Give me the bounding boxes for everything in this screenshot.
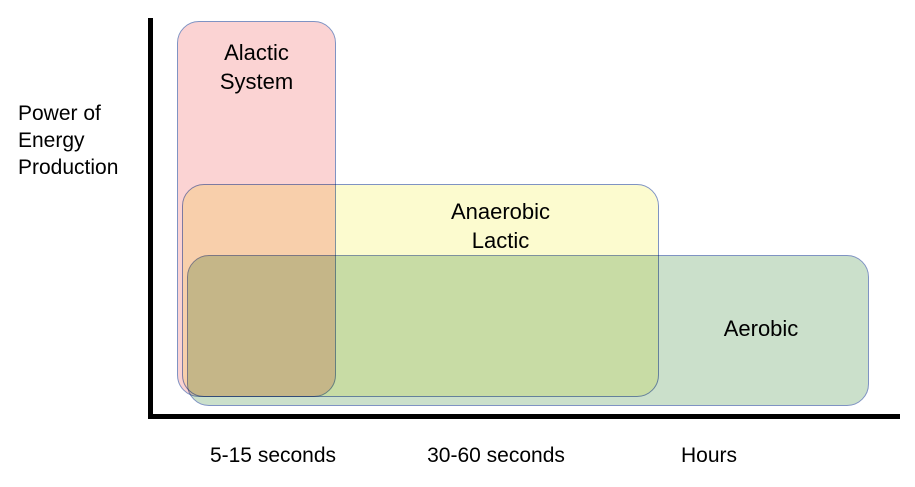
system-label-anaerobic-lactic: Anaerobic Lactic: [450, 199, 551, 253]
y-axis-label: Power of Energy Production: [18, 102, 119, 179]
x-axis-tick-label-0: 5-15 seconds: [209, 444, 337, 467]
system-label-alactic: Alactic System: [219, 40, 294, 94]
x-axis-line: [148, 414, 900, 419]
system-label-aerobic: Aerobic: [723, 316, 799, 341]
y-axis-line: [148, 18, 153, 419]
x-axis-tick-label-2: Hours: [680, 444, 738, 467]
system-box-aerobic: Aerobic: [187, 255, 869, 406]
x-axis-tick-label-1: 30-60 seconds: [427, 444, 565, 467]
